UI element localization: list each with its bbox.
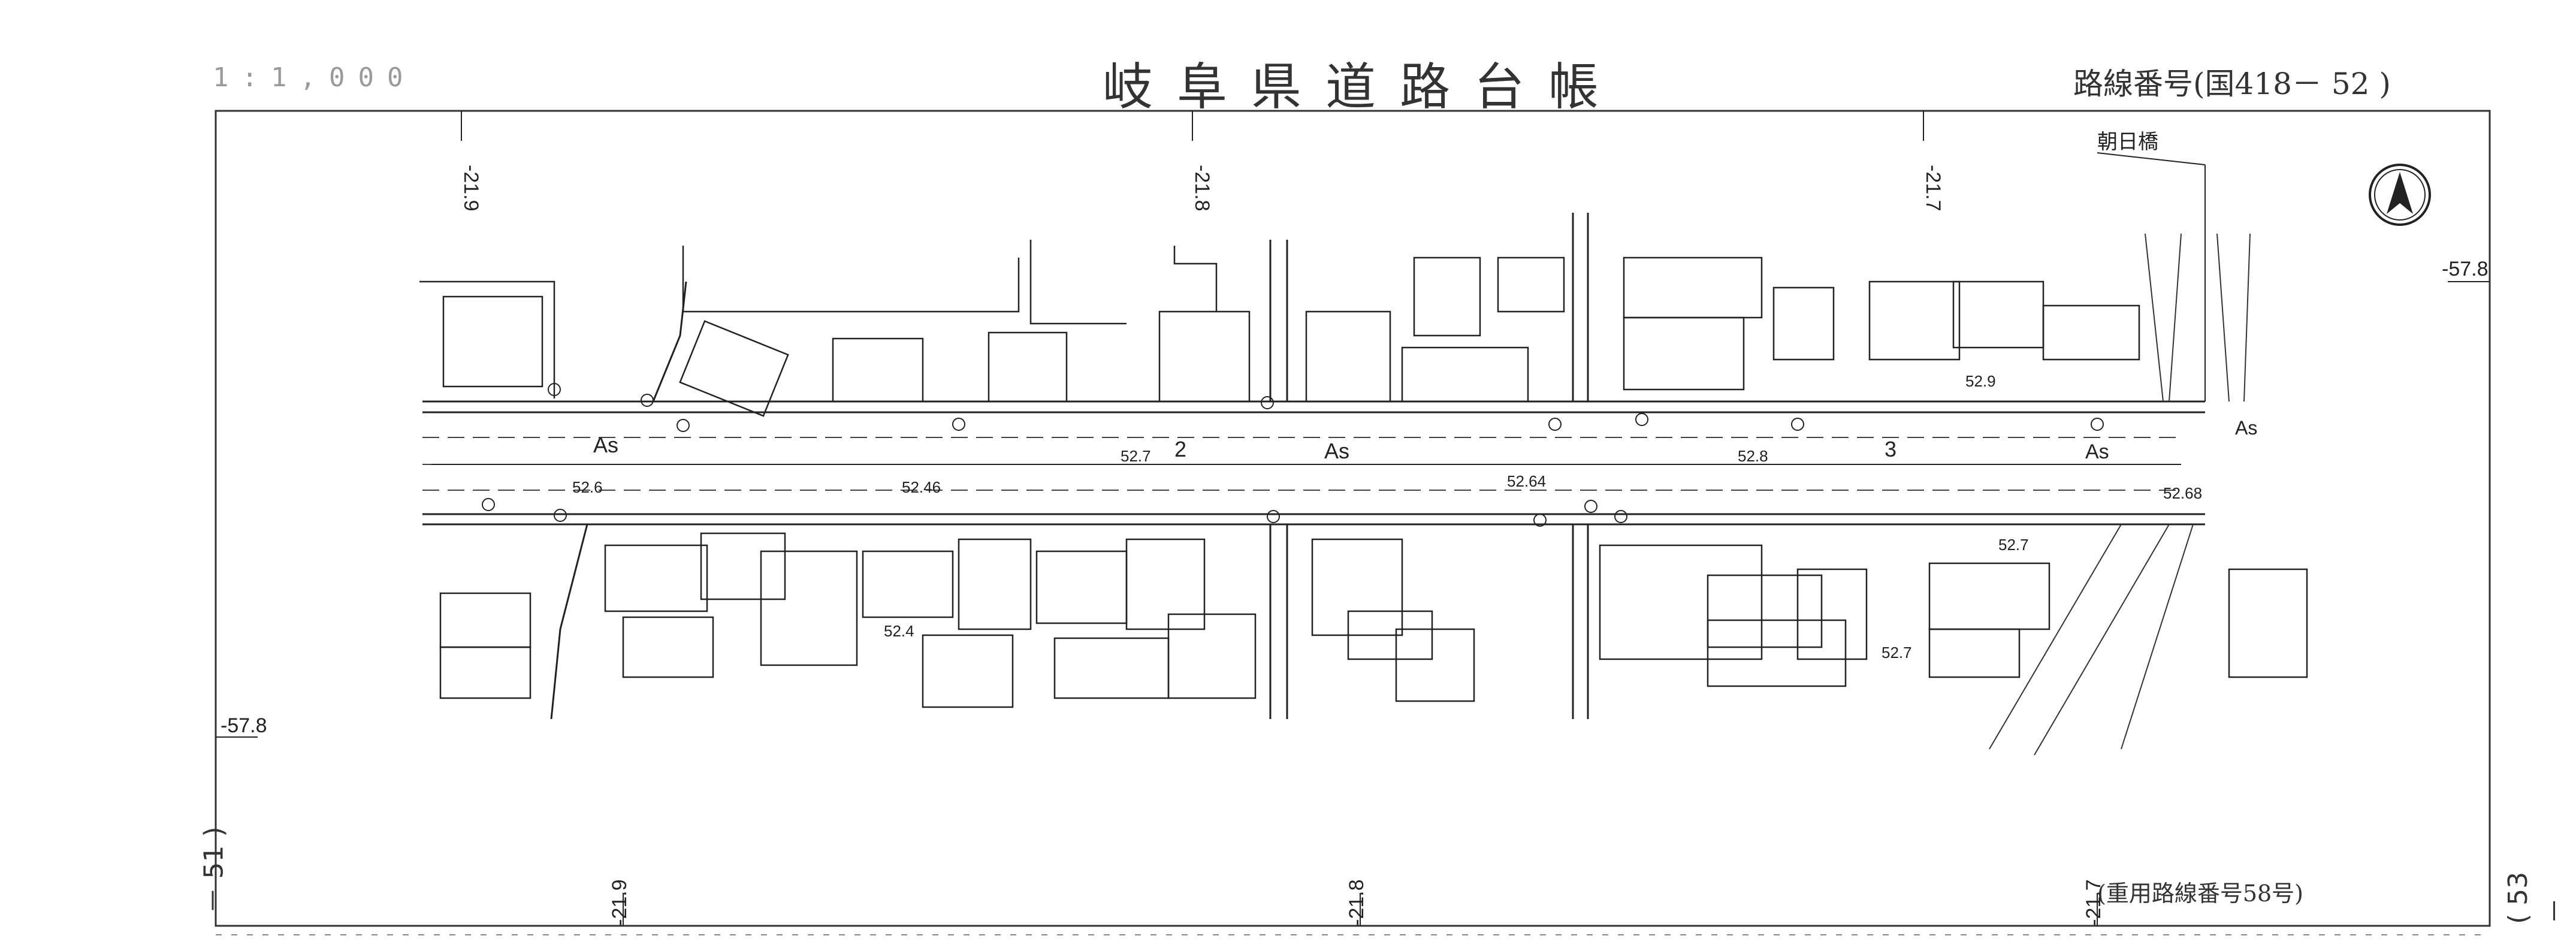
grid-bottom-2: -21.8 xyxy=(1345,880,1368,926)
road-outline xyxy=(422,400,2205,526)
buildings-north xyxy=(419,240,2140,417)
elevation-label: 52.7 xyxy=(1121,447,1151,465)
north-arrow-icon xyxy=(2369,164,2431,226)
elevation-label: 52.9 xyxy=(1965,372,1996,390)
grid-top-3: -21.7 xyxy=(1922,165,1944,212)
elevation-label: 52.6 xyxy=(572,478,603,496)
grid-bottom-1: -21.9 xyxy=(608,880,631,926)
elevation-label: 52.46 xyxy=(902,478,941,496)
map-frame xyxy=(215,110,2491,927)
roadside-fixtures xyxy=(482,383,2104,527)
elevation-label: 52.7 xyxy=(1882,644,1912,662)
surface-label: As xyxy=(1324,439,1349,463)
page-title: 岐阜県道路台帳 xyxy=(1103,58,1623,116)
elevation-label: 52.64 xyxy=(1507,472,1546,490)
grid-left: -57.8 xyxy=(221,714,267,737)
grid-top-2: -21.8 xyxy=(1191,165,1213,212)
route-number: 路線番号(国418－ 52 ) xyxy=(2073,67,2391,101)
map-scale: 1:1,000 xyxy=(213,62,416,93)
grid-right: -57.8 xyxy=(2442,258,2489,280)
overlap-route-note: (重用路線番号58号) xyxy=(2097,880,2304,907)
elevation-label: 52.68 xyxy=(2163,484,2202,502)
elevation-label: 52.4 xyxy=(884,622,914,640)
surface-label: As xyxy=(2085,440,2109,463)
elevation-label: 52.8 xyxy=(1738,447,1768,465)
cross-streets xyxy=(550,213,1589,720)
surface-label: As xyxy=(593,433,618,457)
grid-ticks xyxy=(216,111,2490,926)
bridge-name: 朝日橋 xyxy=(2097,131,2158,153)
elevation-label: 52.7 xyxy=(1998,536,2029,554)
surface-label: As xyxy=(2235,417,2257,439)
station-number: 2 xyxy=(1174,437,1186,461)
grid-top-1: -21.9 xyxy=(460,165,482,212)
grid-bottom-3: -21.7 xyxy=(2082,880,2105,926)
canal xyxy=(1989,233,2251,756)
buildings-south xyxy=(439,532,2308,708)
station-number: 3 xyxy=(1885,437,1896,461)
